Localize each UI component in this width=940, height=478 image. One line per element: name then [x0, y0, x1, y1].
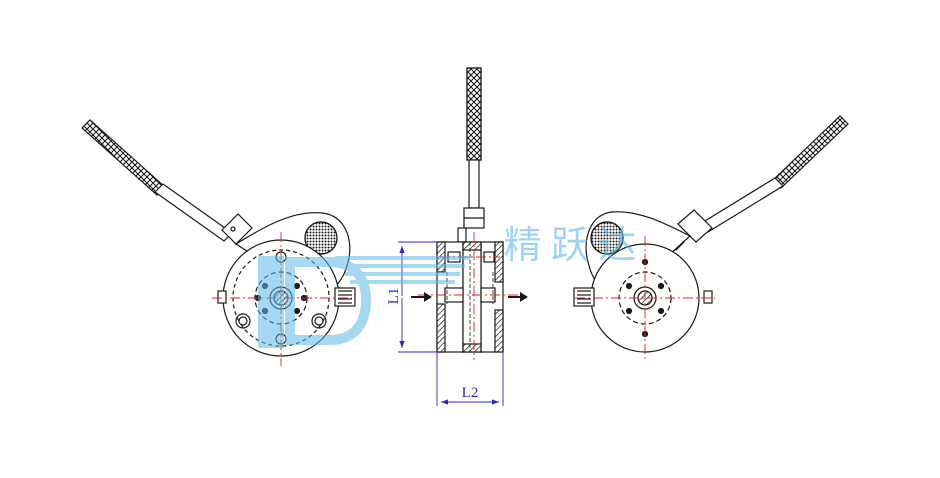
dimension-l2: [436, 352, 504, 406]
dimension-l1: [398, 241, 437, 353]
flow-arrow-in: [411, 292, 432, 302]
watermark-logo: [258, 256, 470, 348]
dimension-l1-label: L1: [386, 288, 402, 305]
center-view: [436, 67, 504, 353]
dimension-l2-label: L2: [462, 385, 479, 401]
left-view: [81, 119, 356, 357]
center-handle-grip: [466, 67, 482, 161]
center-hidden-lines: [446, 242, 494, 352]
left-handle: [81, 119, 253, 245]
watermark-text: 精 跃 达: [503, 225, 636, 267]
right-handle: [663, 115, 849, 251]
right-center-lines: [575, 236, 715, 362]
flow-arrow-out: [508, 292, 528, 302]
